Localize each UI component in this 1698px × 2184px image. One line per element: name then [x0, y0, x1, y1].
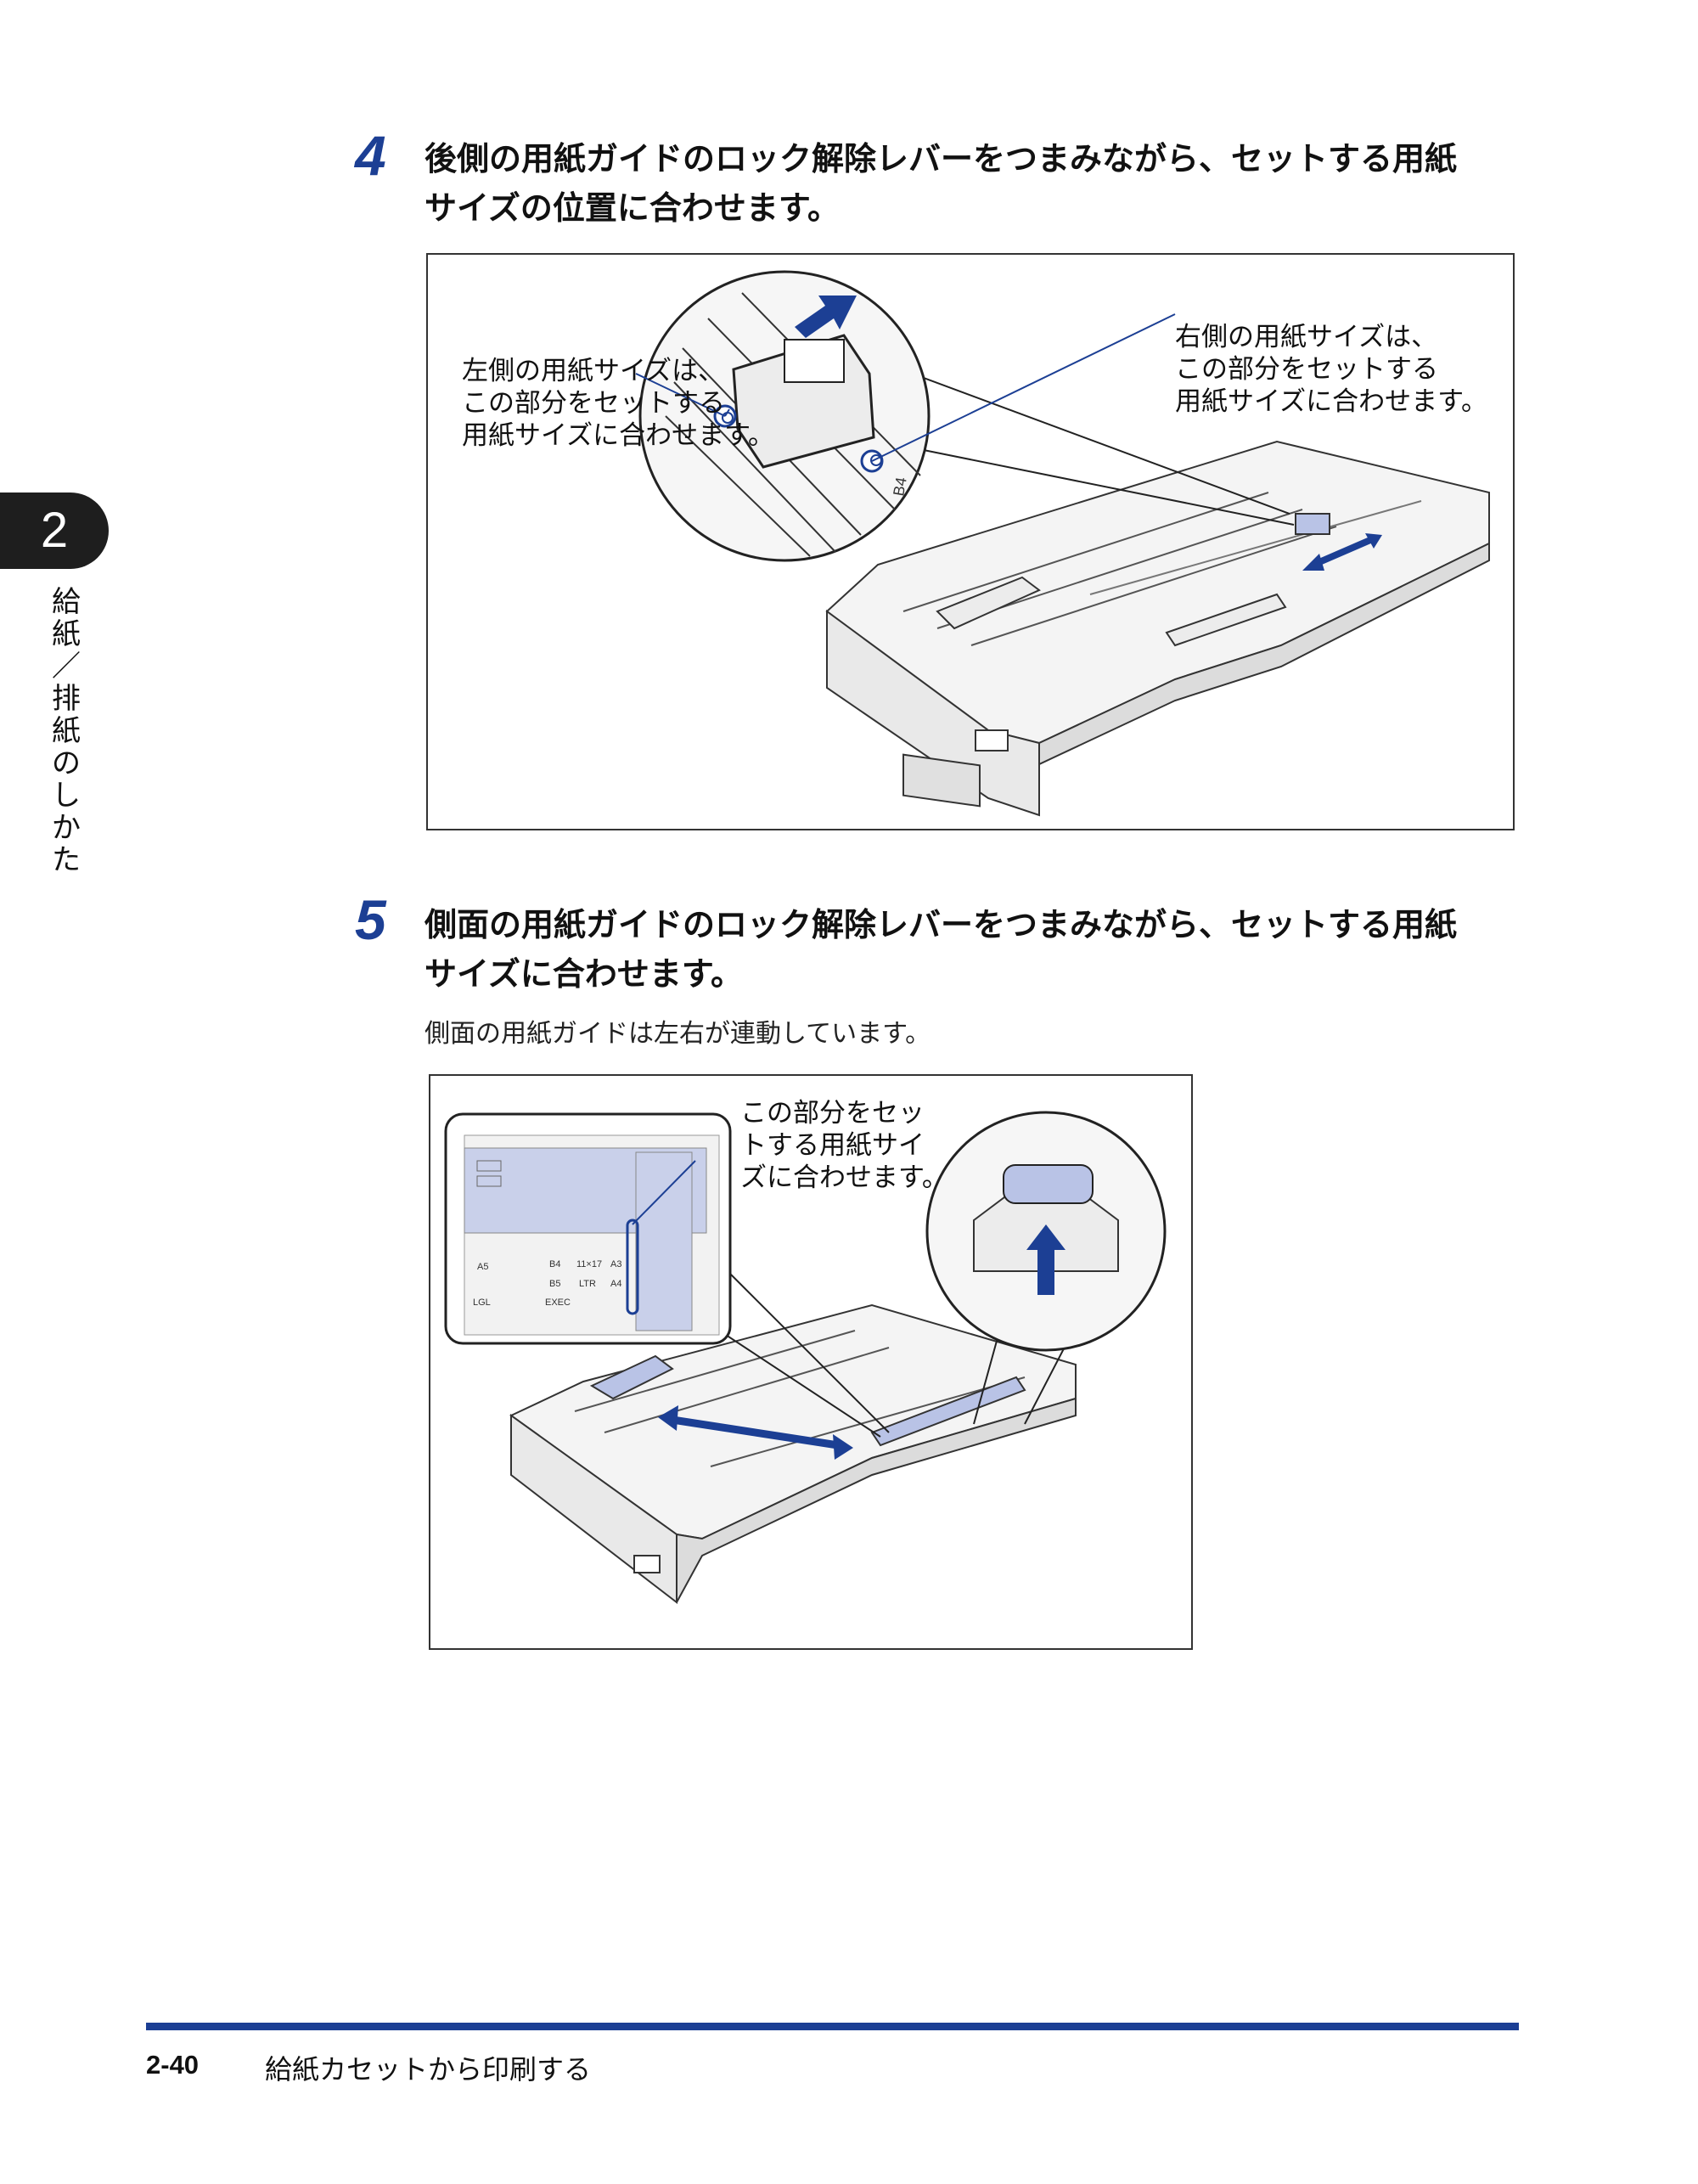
chapter-tab: 2	[0, 493, 109, 569]
chapter-title: 給 紙 ／ 排 紙 の し か た	[46, 586, 87, 876]
chapter-char: か	[52, 811, 81, 845]
size-label: LGL	[473, 1297, 491, 1308]
step-number: 4	[355, 124, 386, 187]
size-label: 11×17	[576, 1259, 602, 1269]
step-number: 5	[355, 888, 386, 951]
size-label: EXEC	[545, 1297, 571, 1308]
illustration-side-guide: A5 LGL B4 B5 EXEC 11×17 LTR A3 A4	[444, 1111, 1167, 1605]
size-label: LTR	[579, 1279, 596, 1289]
step-title: 側面の用紙ガイドのロック解除レバーをつまみながら、セットする用紙 サイズに合わせ…	[424, 900, 1545, 999]
footer-rule	[146, 2023, 1519, 2030]
callout-line: ズに合わせます。	[740, 1162, 948, 1193]
callout-line: この部分をセットする	[462, 388, 725, 419]
step-title: 後側の用紙ガイドのロック解除レバーをつまみながら、セットする用紙 サイズの位置に…	[424, 134, 1545, 233]
chapter-char: し	[52, 779, 81, 813]
chapter-char: 紙	[52, 617, 81, 651]
callout-right-size: 右側の用紙サイズは、 この部分をセットする 用紙サイズに合わせます。	[1175, 321, 1487, 418]
size-label: A5	[477, 1262, 488, 1272]
size-label: A4	[610, 1279, 621, 1289]
step-title-line: サイズの位置に合わせます。	[424, 189, 841, 227]
chapter-char: ／	[52, 650, 81, 684]
callout-line: 用紙サイズに合わせます。	[462, 420, 774, 451]
chapter-char: の	[52, 746, 81, 780]
callout-line: この部分をセッ	[740, 1098, 925, 1129]
chapter-char: 給	[52, 585, 81, 619]
footer-section-title: 給紙カセットから印刷する	[265, 2053, 592, 2085]
figure-side-guide: A5 LGL B4 B5 EXEC 11×17 LTR A3 A4 この部分をセ…	[429, 1074, 1193, 1650]
callout-line: トする用紙サイ	[740, 1130, 925, 1161]
figure-rear-guide: B4 左側の用紙サイズは、 この部分をセットする 用紙サイズに合わせます。 右側…	[426, 253, 1515, 830]
size-label: A3	[610, 1259, 621, 1269]
callout-line: この部分をセットする	[1175, 354, 1438, 385]
callout-left-size: 左側の用紙サイズは、 この部分をセットする 用紙サイズに合わせます。	[462, 355, 774, 452]
chapter-char: た	[52, 843, 81, 877]
step-title-line: 側面の用紙ガイドのロック解除レバーをつまみながら、セットする用紙	[424, 906, 1458, 943]
chapter-char: 排	[52, 682, 81, 716]
size-label: B5	[549, 1279, 560, 1289]
step-note: 側面の用紙ガイドは左右が連動しています。	[424, 1019, 931, 1049]
callout-line: 用紙サイズに合わせます。	[1175, 386, 1487, 417]
step-title-line: サイズに合わせます。	[424, 955, 744, 993]
page-number: 2-40	[146, 2050, 200, 2080]
callout-line: 左側の用紙サイズは、	[462, 356, 725, 386]
chapter-char: 紙	[52, 714, 81, 748]
step-title-line: 後側の用紙ガイドのロック解除レバーをつまみながら、セットする用紙	[424, 140, 1458, 177]
size-label: B4	[549, 1259, 560, 1269]
scale-label: B4	[890, 476, 910, 498]
callout-side-size: この部分をセッ トする用紙サイ ズに合わせます。	[740, 1097, 948, 1194]
callout-line: 右側の用紙サイズは、	[1175, 322, 1438, 352]
illustration-rear-guide: B4	[635, 270, 1490, 817]
